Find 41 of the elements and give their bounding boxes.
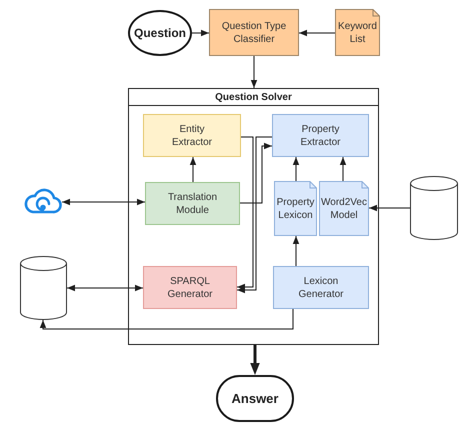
arrow — [40, 308, 294, 330]
database-cylinder — [410, 176, 458, 240]
document-box — [319, 181, 369, 236]
node-label: SPARQL Generator — [166, 274, 214, 300]
node-label: Question — [134, 25, 186, 42]
node-label: Answer — [232, 390, 278, 408]
node-label: Entity Extractor — [170, 122, 213, 148]
arrow — [298, 30, 336, 36]
node-label: Property Lexicon — [276, 196, 316, 222]
arrow — [292, 236, 300, 266]
process-box — [143, 114, 241, 157]
document-box — [335, 9, 380, 56]
double-arrow — [62, 198, 146, 206]
arrow — [240, 142, 272, 204]
container-panel — [128, 88, 379, 345]
process-box — [272, 114, 369, 157]
node-label: Keyword List — [337, 20, 378, 46]
arrow — [340, 156, 346, 182]
thick-arrow — [250, 345, 260, 375]
arrow — [236, 136, 254, 290]
process-box — [145, 182, 240, 225]
node-label: Word2Vec Model — [320, 196, 368, 222]
terminator-node — [216, 375, 294, 422]
arrow — [368, 204, 410, 212]
arrow — [236, 136, 272, 294]
process-box — [143, 266, 237, 309]
process-box — [273, 266, 369, 309]
process-box — [209, 9, 299, 56]
node-label: Question Type Classifier — [220, 20, 288, 46]
node-label: Translation Module — [166, 190, 218, 216]
double-arrow — [66, 284, 144, 292]
arrow — [292, 156, 300, 182]
panel-title: Question Solver — [129, 89, 378, 106]
node-label: Property Extractor — [299, 122, 342, 148]
document-box — [274, 181, 317, 236]
node-label: Lexicon Generator — [297, 274, 345, 300]
arrow — [190, 156, 196, 182]
database-cylinder — [20, 256, 67, 320]
arrow — [192, 30, 210, 36]
cloud-icon — [24, 187, 62, 215]
arrow — [250, 56, 258, 88]
